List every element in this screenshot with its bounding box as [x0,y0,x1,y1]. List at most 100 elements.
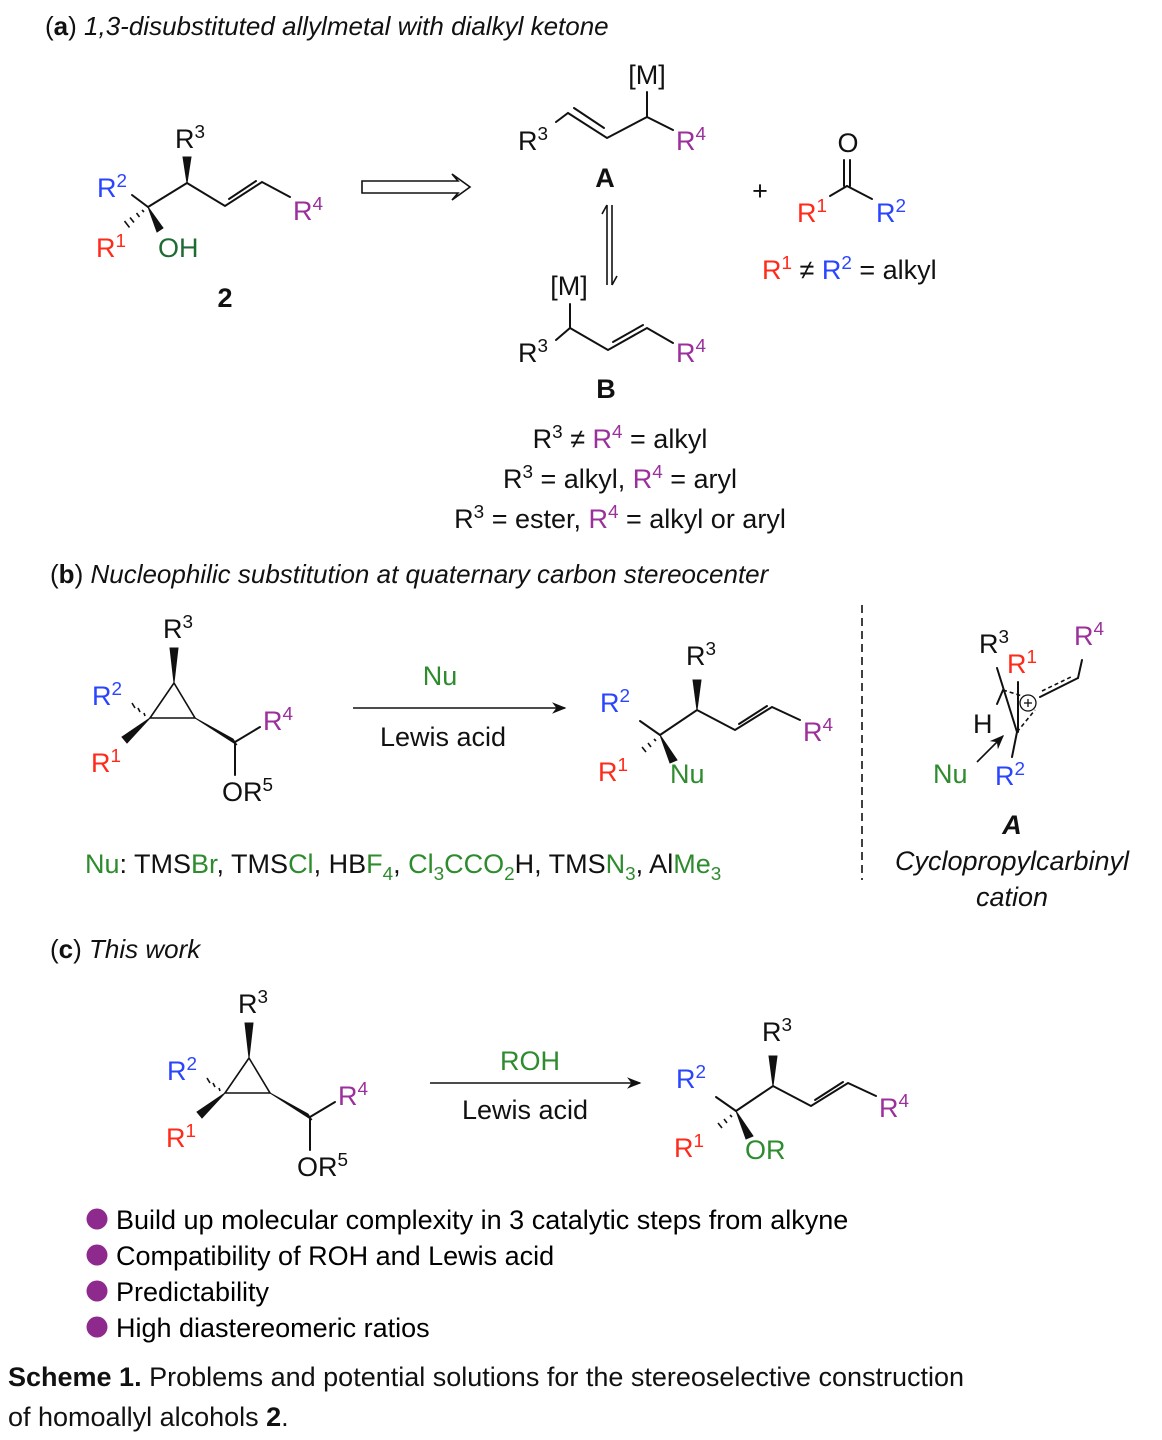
text-segment: H [515,849,535,879]
text-segment: R [674,1133,694,1163]
compound-2-label: 2 [217,283,232,313]
text-segment: Scheme 1. [8,1362,142,1392]
nu-label-product-b: Nu [670,759,705,789]
part-a-title: (a) 1,3-disubstituted allylmetal with di… [45,11,609,41]
text-segment: OR [745,1135,786,1165]
superscript: 2 [841,253,852,274]
text-segment: R [876,198,896,228]
superscript: 2 [620,686,631,707]
text-segment: Lewis acid [462,1095,588,1125]
scheme-caption-line-1: Scheme 1. Problems and potential solutio… [8,1362,964,1392]
product-b-structure [639,679,801,764]
cyclopropane-substrate-c: R3 R2 R1 R4 OR5 [166,987,368,1182]
text-segment: of homoallyl alcohols [8,1402,266,1432]
superscript: 2 [117,171,128,192]
superscript: 4 [358,1079,369,1100]
text-segment: R [600,688,620,718]
r3-label: R3 [163,612,193,644]
superscript: 1 [817,196,828,217]
text-segment: R [593,424,613,454]
superscript: 4 [652,462,663,483]
text-segment: R [293,196,313,226]
text-segment: R [676,1064,696,1094]
text-segment: R [633,464,653,494]
r2-label-ketone: R2 [876,196,906,228]
text-segment: 2 [266,1402,281,1432]
or5-label: OR5 [297,1150,348,1182]
superscript: 2 [187,1054,198,1075]
feature-item: Compatibility of ROH and Lewis acid [116,1241,554,1271]
superscript: 2 [1015,759,1026,780]
metal-label-b: [M] [550,271,588,301]
text-segment: R [979,629,999,659]
text-segment: CCO [444,849,504,879]
superscript: 4 [283,704,294,725]
text-segment: This work [89,934,202,964]
text-segment: OH [158,233,199,263]
text-segment: R [589,504,609,534]
cation-caption-line-2: cation [976,882,1048,912]
superscript: 4 [608,502,619,523]
superscript: 3 [258,987,269,1008]
text-segment: [M] [550,271,588,301]
scheme-caption-line-2: of homoallyl alcohols 2. [8,1402,289,1432]
allylmetal-a-structure [555,91,674,140]
text-segment: ) [68,11,84,41]
text-segment: Cl [288,849,314,879]
text-segment: Nu [670,759,705,789]
lewis-acid-label-b: Lewis acid [380,722,506,752]
text-segment: R [676,338,696,368]
subscript: 3 [625,864,636,885]
product-c-structure: R3 R2 R1 OR R4 [674,1015,909,1165]
allylmetal-b-structure [555,303,674,352]
part-b-title: (b) Nucleophilic substitution at quatern… [50,559,770,589]
r3-label-b: R3 [518,336,548,368]
bullet-icon [86,1208,108,1230]
text-segment: ) [75,559,91,589]
text-segment: = alkyl [623,424,708,454]
text-segment: ( [50,934,59,964]
text-segment: H [973,709,993,739]
superscript: 4 [899,1091,910,1112]
ketone-condition: R1 ≠ R2 = alkyl [762,253,937,285]
nu-label-cation: Nu [933,759,968,789]
superscript: 4 [823,715,834,736]
text-segment: R [96,233,116,263]
text-segment: R [91,748,111,778]
text-segment: ROH [500,1046,560,1076]
text-segment: R [995,761,1015,791]
text-segment: R [166,1123,186,1153]
text-segment: R [762,255,782,285]
superscript: 2 [896,196,907,217]
text-segment: A [595,163,615,193]
text-segment: R [879,1093,899,1123]
isomer-a-label: A [595,163,615,193]
text-segment: ≠ [563,424,593,454]
text-segment: Cyclopropylcarbinyl [895,846,1130,876]
text-segment: c [59,934,73,964]
text-segment: A [1001,810,1022,840]
text-segment: Lewis acid [380,722,506,752]
superscript: 3 [999,627,1010,648]
r4-label-product-b: R4 [803,715,833,747]
feature-item: High diastereomeric ratios [116,1313,430,1343]
superscript: 1 [186,1121,197,1142]
superscript: 1 [111,746,122,767]
substituent-condition-1: R3 ≠ R4 = alkyl [533,422,708,454]
subscript: 3 [711,864,722,885]
subscript: 4 [383,864,394,885]
text-segment: R [1074,621,1094,651]
text-segment: R [676,126,696,156]
superscript: 2 [112,679,123,700]
text-segment: = alkyl [852,255,937,285]
text-segment: = ester, [484,504,588,534]
text-segment: 2 [217,283,232,313]
superscript: 4 [313,194,324,215]
r1-label: R1 [96,231,126,263]
superscript: 4 [1094,619,1105,640]
text-segment: = alkyl, [533,464,633,494]
bullet-icon [86,1244,108,1266]
text-segment: R [167,1056,187,1086]
r2-label: R2 [97,171,127,203]
text-segment: [M] [628,60,666,90]
